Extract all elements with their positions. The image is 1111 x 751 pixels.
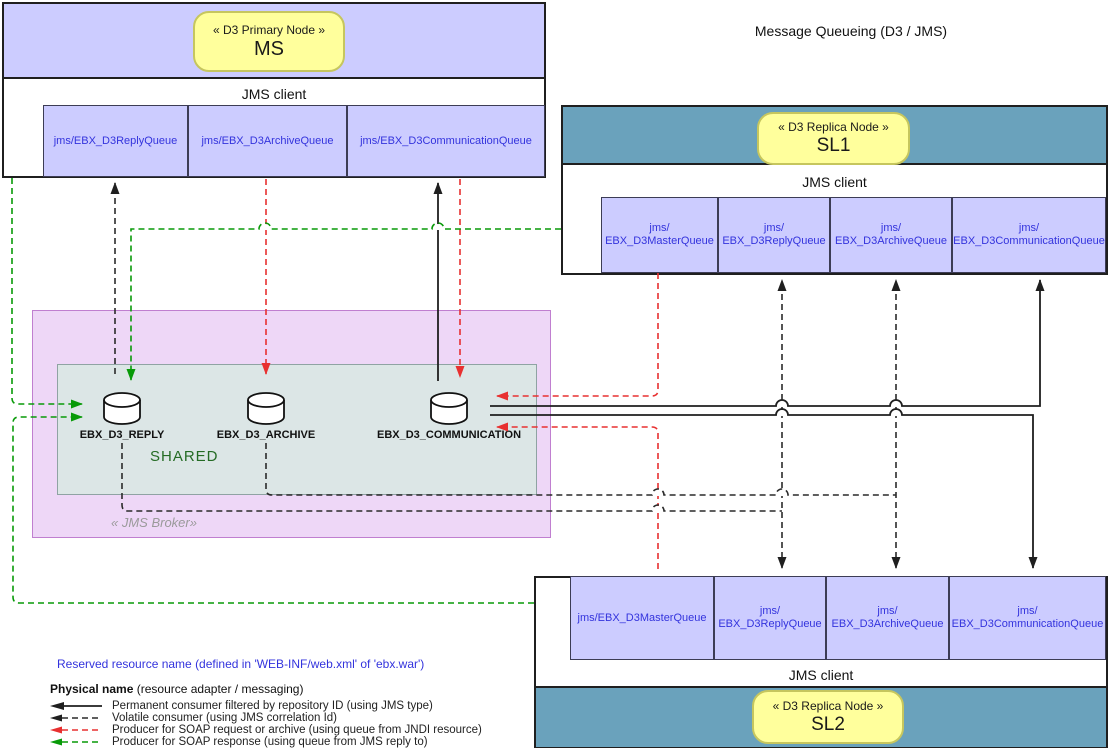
queue-label-line: EBX_D3ReplyQueue bbox=[718, 618, 822, 630]
sl2-name: SL2 bbox=[811, 713, 845, 735]
sl2-stereotype-box: « D3 Replica Node » SL2 bbox=[752, 690, 904, 744]
permanent-consumer-sl2-communication bbox=[490, 408, 1038, 569]
dashed-black-arrow-icon bbox=[50, 714, 102, 722]
queue-label-line: jms/ bbox=[1017, 605, 1038, 617]
physical-name-bold: Physical name bbox=[50, 682, 134, 696]
reserved-resource-note: Reserved resource name (defined in 'WEB-… bbox=[57, 657, 425, 671]
ms-stereotype: « D3 Primary Node » bbox=[212, 22, 326, 37]
dashed-red-arrow-icon bbox=[50, 726, 102, 734]
sl2-queue-master: jms/EBX_D3MasterQueue bbox=[570, 576, 714, 660]
sl1-stereotype-box: « D3 Replica Node » SL1 bbox=[757, 112, 910, 165]
sl1-name: SL1 bbox=[816, 135, 851, 156]
ms-queue-archive: jms/EBX_D3ArchiveQueue bbox=[188, 105, 347, 177]
broker-queue-communication-label: EBX_D3_COMMUNICATION bbox=[376, 429, 522, 441]
queue-label-line: EBX_D3ReplyQueue bbox=[722, 235, 826, 247]
sl2-queue-archive: jms/ EBX_D3ArchiveQueue bbox=[826, 576, 949, 660]
legend-item-producer-request: Producer for SOAP request or archive (us… bbox=[50, 724, 482, 736]
ms-jms-client-label: JMS client bbox=[241, 86, 307, 102]
queue-label-line: jms/EBX_D3MasterQueue bbox=[577, 611, 707, 624]
queue-label-line: EBX_D3ArchiveQueue bbox=[831, 618, 944, 630]
broker-queue-reply-label: EBX_D3_REPLY bbox=[79, 429, 165, 441]
diagram-title: Message Queueing (D3 / JMS) bbox=[754, 23, 948, 39]
legend-label: Producer for SOAP response (using queue … bbox=[112, 736, 428, 748]
sl2-node: JMS client « D3 Replica Node » SL2 bbox=[534, 576, 1108, 748]
ms-name: MS bbox=[254, 37, 284, 60]
sl2-jms-client-label: JMS client bbox=[788, 667, 854, 683]
permanent-consumer-sl1-communication bbox=[490, 279, 1045, 407]
queue-label-line: EBX_D3ArchiveQueue bbox=[835, 235, 947, 247]
queue-label-line: EBX_D3CommunicationQueue bbox=[953, 235, 1105, 247]
legend-item-producer-response: Producer for SOAP response (using queue … bbox=[50, 736, 428, 748]
legend-label: Permanent consumer filtered by repositor… bbox=[112, 700, 433, 712]
jms-broker-label: « JMS Broker» bbox=[111, 515, 197, 530]
legend-item-permanent: Permanent consumer filtered by repositor… bbox=[50, 700, 433, 712]
sl1-queue-reply: jms/ EBX_D3ReplyQueue bbox=[718, 197, 830, 273]
queue-label-line: jms/ bbox=[649, 222, 670, 234]
legend-label: Volatile consumer (using JMS correlation… bbox=[112, 712, 337, 724]
sl1-queue-communication: jms/ EBX_D3CommunicationQueue bbox=[952, 197, 1106, 273]
sl1-jms-client-label: JMS client bbox=[802, 174, 867, 190]
legend-item-volatile: Volatile consumer (using JMS correlation… bbox=[50, 712, 337, 724]
physical-name-note: Physical name (resource adapter / messag… bbox=[50, 682, 303, 696]
queue-label-line: jms/ bbox=[877, 605, 898, 617]
broker-queue-archive-label: EBX_D3_ARCHIVE bbox=[216, 429, 316, 441]
sl1-queue-archive: jms/ EBX_D3ArchiveQueue bbox=[830, 197, 952, 273]
queue-label-line: jms/ bbox=[880, 222, 902, 234]
queue-label-line: jms/ bbox=[1018, 222, 1040, 234]
physical-name-rest: (resource adapter / messaging) bbox=[133, 682, 304, 696]
ms-stereotype-box: « D3 Primary Node » MS bbox=[193, 11, 345, 72]
solid-black-arrow-icon bbox=[50, 702, 102, 710]
queue-label-line: jms/ bbox=[759, 605, 781, 617]
sl2-stereotype: « D3 Replica Node » bbox=[772, 698, 884, 713]
dashed-green-arrow-icon bbox=[50, 738, 102, 746]
queue-label-line: jms/ bbox=[763, 222, 785, 234]
ms-queue-communication: jms/EBX_D3CommunicationQueue bbox=[347, 105, 545, 177]
sl2-queue-reply: jms/ EBX_D3ReplyQueue bbox=[714, 576, 826, 660]
shared-label: SHARED bbox=[150, 448, 219, 465]
ms-queue-reply: jms/EBX_D3ReplyQueue bbox=[43, 105, 188, 177]
sl2-queue-communication: jms/ EBX_D3CommunicationQueue bbox=[949, 576, 1106, 660]
sl1-queue-master: jms/ EBX_D3MasterQueue bbox=[601, 197, 718, 273]
legend-label: Producer for SOAP request or archive (us… bbox=[112, 724, 482, 736]
queue-label-line: EBX_D3MasterQueue bbox=[605, 235, 714, 247]
queue-label-line: EBX_D3CommunicationQueue bbox=[951, 618, 1104, 630]
sl1-stereotype: « D3 Replica Node » bbox=[778, 120, 889, 134]
